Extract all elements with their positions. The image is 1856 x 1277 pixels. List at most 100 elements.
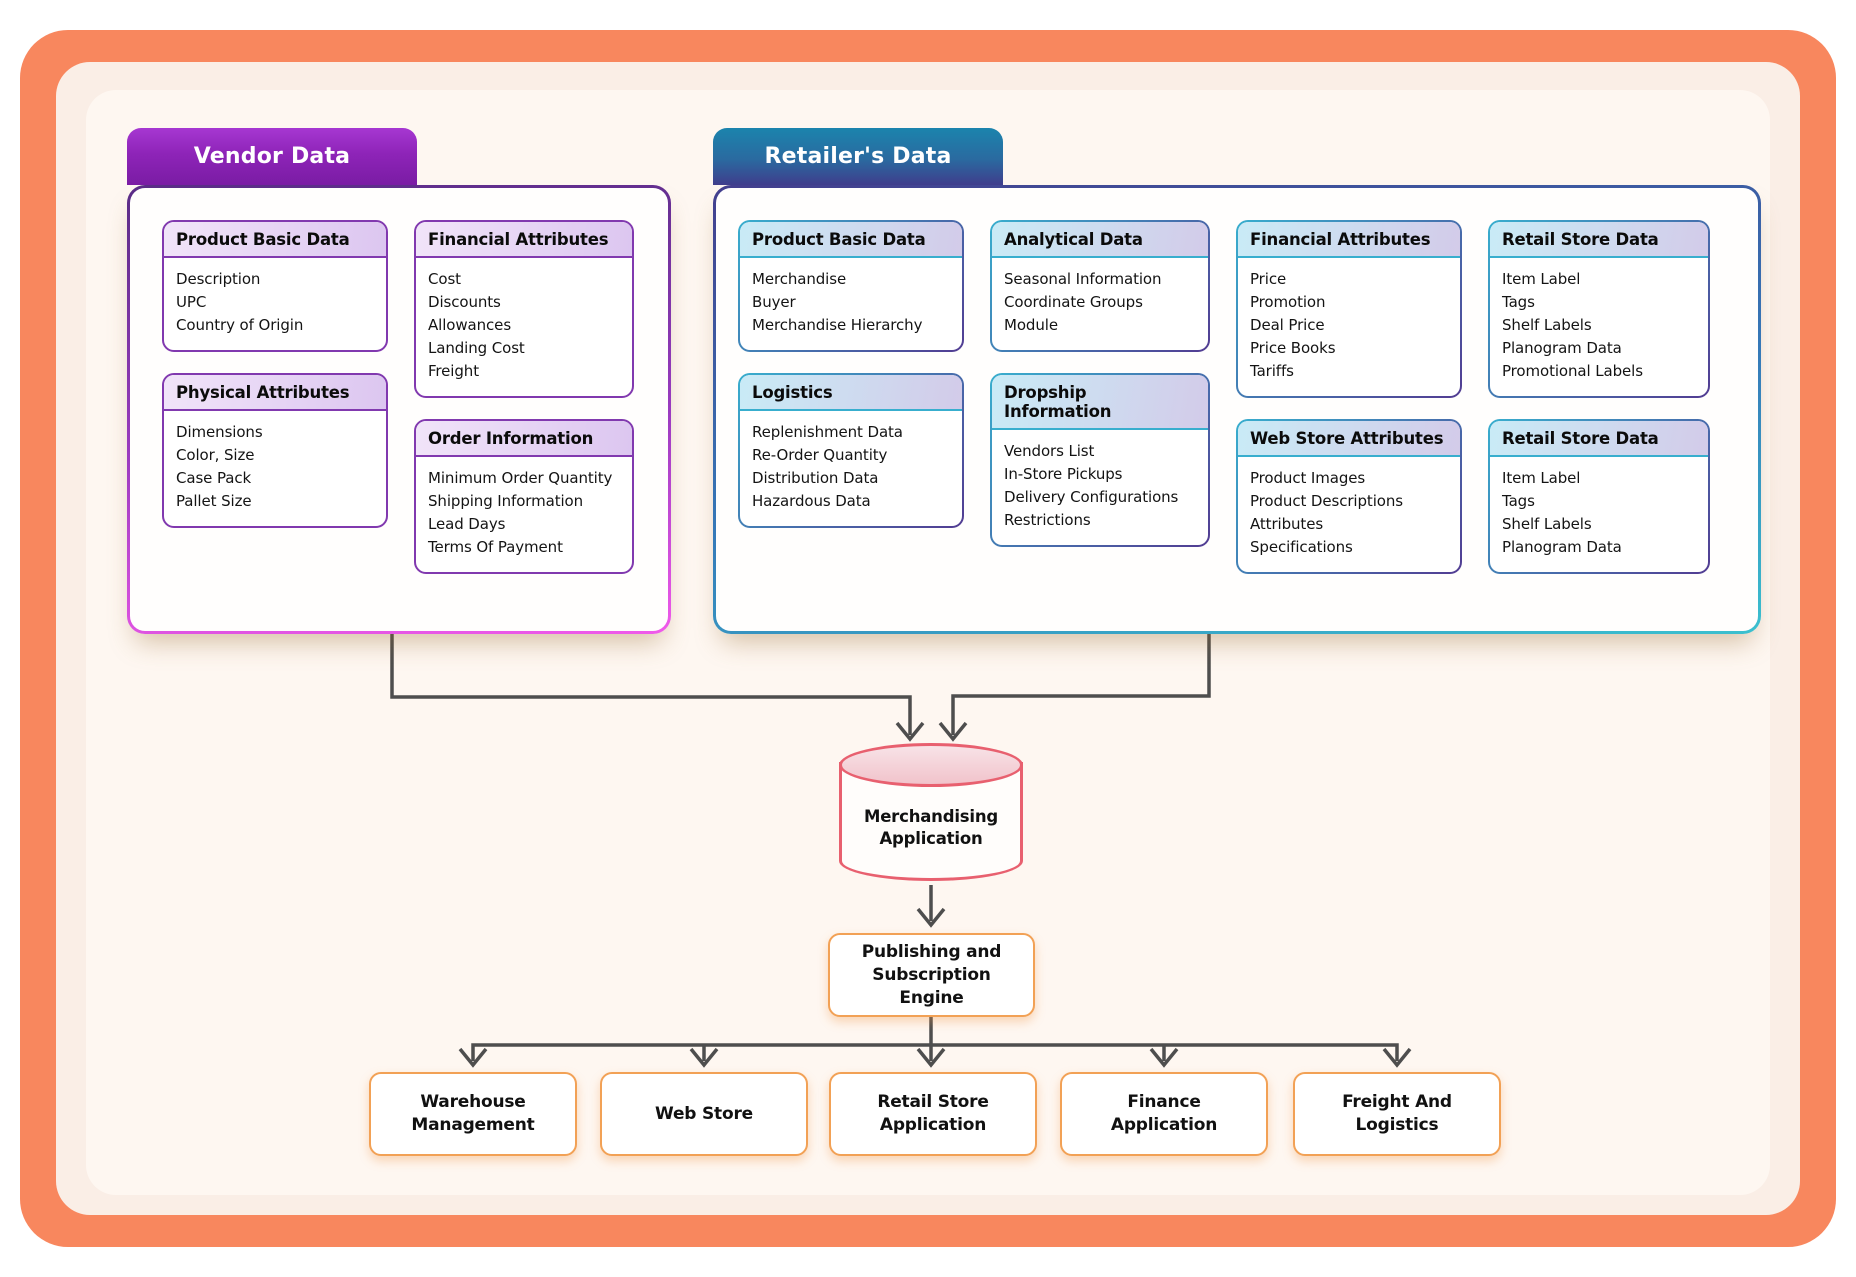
card-analytical-data: Analytical Data Seasonal Information Coo… bbox=[992, 222, 1208, 350]
card-items: Description UPC Country of Origin bbox=[164, 258, 386, 350]
card-financial-attributes: Financial Attributes Price Promotion Dea… bbox=[1238, 222, 1460, 396]
card-item: Buyer bbox=[752, 293, 796, 311]
card-item: Lead Days bbox=[428, 515, 506, 533]
card-item: Attributes bbox=[1250, 515, 1324, 533]
card-item: Delivery Configurations bbox=[1004, 488, 1179, 506]
vendor-data-container: Product Basic Data Description UPC Count… bbox=[127, 185, 671, 634]
card-item: Landing Cost bbox=[428, 339, 525, 357]
card-item: Product Descriptions bbox=[1250, 492, 1403, 510]
card-item: Promotional Labels bbox=[1502, 362, 1643, 380]
retailer-column-2: Analytical Data Seasonal Information Coo… bbox=[990, 220, 1210, 631]
card-dropship-information: Dropship Information Vendors List In-Sto… bbox=[992, 375, 1208, 545]
card-items: Price Promotion Deal Price Price Books T… bbox=[1238, 258, 1460, 396]
card-items: Merchandise Buyer Merchandise Hierarchy bbox=[740, 258, 962, 350]
card-title: Dropship Information bbox=[992, 375, 1208, 430]
card-border: Web Store Attributes Product Images Prod… bbox=[1236, 419, 1462, 574]
warehouse-management-box: Warehouse Management bbox=[369, 1072, 577, 1156]
card-item: Planogram Data bbox=[1502, 538, 1622, 556]
card-item: Hazardous Data bbox=[752, 492, 871, 510]
card-item: Merchandise bbox=[752, 270, 847, 288]
card-item: Shipping Information bbox=[428, 492, 584, 510]
card-item: Shelf Labels bbox=[1502, 515, 1592, 533]
card-border: Dropship Information Vendors List In-Sto… bbox=[990, 373, 1210, 547]
card-product-basic-data: Product Basic Data Merchandise Buyer Mer… bbox=[740, 222, 962, 350]
card-items: Replenishment Data Re-Order Quantity Dis… bbox=[740, 411, 962, 526]
retailers-data-body: Product Basic Data Merchandise Buyer Mer… bbox=[716, 188, 1758, 631]
merchandising-application-database: Merchandising Application bbox=[839, 743, 1023, 884]
card-item: Restrictions bbox=[1004, 511, 1091, 529]
card-item: Tariffs bbox=[1250, 362, 1294, 380]
card-item: Freight bbox=[428, 362, 479, 380]
card-items: Seasonal Information Coordinate Groups M… bbox=[992, 258, 1208, 350]
card-item: Seasonal Information bbox=[1004, 270, 1162, 288]
card-items: Item Label Tags Shelf Labels Planogram D… bbox=[1490, 457, 1708, 572]
retailer-column-4: Retail Store Data Item Label Tags Shelf … bbox=[1488, 220, 1710, 631]
card-border: Analytical Data Seasonal Information Coo… bbox=[990, 220, 1210, 352]
card-item: Promotion bbox=[1250, 293, 1326, 311]
card-item: Allowances bbox=[428, 316, 512, 334]
card-item: Terms Of Payment bbox=[428, 538, 563, 556]
card-title: Product Basic Data bbox=[164, 222, 386, 258]
retailer-column-1: Product Basic Data Merchandise Buyer Mer… bbox=[738, 220, 964, 631]
card-item: Item Label bbox=[1502, 270, 1581, 288]
card-item: Planogram Data bbox=[1502, 339, 1622, 357]
card-title: Retail Store Data bbox=[1490, 222, 1708, 258]
freight-and-logistics-box: Freight And Logistics bbox=[1293, 1072, 1501, 1156]
card-item: Tags bbox=[1502, 293, 1535, 311]
card-title: Order Information bbox=[416, 421, 632, 457]
card-item: Shelf Labels bbox=[1502, 316, 1592, 334]
card-item: Vendors List bbox=[1004, 442, 1095, 460]
card-title: Physical Attributes bbox=[164, 375, 386, 411]
retailers-data-container: Product Basic Data Merchandise Buyer Mer… bbox=[713, 185, 1761, 634]
card-item: Re-Order Quantity bbox=[752, 446, 888, 464]
card-item: Cost bbox=[428, 270, 461, 288]
card-title: Retail Store Data bbox=[1490, 421, 1708, 457]
card-item: Minimum Order Quantity bbox=[428, 469, 613, 487]
card-item: Tags bbox=[1502, 492, 1535, 510]
card-item: Coordinate Groups bbox=[1004, 293, 1143, 311]
card-retail-store-data-1: Retail Store Data Item Label Tags Shelf … bbox=[1490, 222, 1708, 396]
card-item: UPC bbox=[176, 293, 207, 311]
card-item: Discounts bbox=[428, 293, 501, 311]
card-border: Financial Attributes Price Promotion Dea… bbox=[1236, 220, 1462, 398]
card-web-store-attributes: Web Store Attributes Product Images Prod… bbox=[1238, 421, 1460, 572]
card-title: Web Store Attributes bbox=[1238, 421, 1460, 457]
card-items: Vendors List In-Store Pickups Delivery C… bbox=[992, 430, 1208, 545]
card-title: Logistics bbox=[740, 375, 962, 411]
card-item: In-Store Pickups bbox=[1004, 465, 1123, 483]
cylinder-top-icon bbox=[839, 743, 1023, 787]
card-item: Country of Origin bbox=[176, 316, 304, 334]
card-order-information: Order Information Minimum Order Quantity… bbox=[414, 419, 634, 574]
card-product-basic-data: Product Basic Data Description UPC Count… bbox=[162, 220, 388, 352]
card-title: Analytical Data bbox=[992, 222, 1208, 258]
card-item: Product Images bbox=[1250, 469, 1366, 487]
card-financial-attributes: Financial Attributes Cost Discounts Allo… bbox=[414, 220, 634, 398]
card-items: Product Images Product Descriptions Attr… bbox=[1238, 457, 1460, 572]
card-title: Product Basic Data bbox=[740, 222, 962, 258]
publishing-subscription-engine-box: Publishing and Subscription Engine bbox=[828, 933, 1035, 1017]
card-items: Dimensions Color, Size Case Pack Pallet … bbox=[164, 411, 386, 526]
database-label: Merchandising Application bbox=[863, 806, 999, 848]
retail-store-application-box: Retail Store Application bbox=[829, 1072, 1037, 1156]
card-item: Distribution Data bbox=[752, 469, 879, 487]
vendor-column-1: Product Basic Data Description UPC Count… bbox=[162, 220, 388, 631]
card-border: Product Basic Data Merchandise Buyer Mer… bbox=[738, 220, 964, 352]
card-physical-attributes: Physical Attributes Dimensions Color, Si… bbox=[162, 373, 388, 528]
card-border: Logistics Replenishment Data Re-Order Qu… bbox=[738, 373, 964, 528]
card-item: Dimensions bbox=[176, 423, 263, 441]
card-item: Pallet Size bbox=[176, 492, 252, 510]
card-item: Color, Size bbox=[176, 446, 255, 464]
card-logistics: Logistics Replenishment Data Re-Order Qu… bbox=[740, 375, 962, 526]
card-item: Item Label bbox=[1502, 469, 1581, 487]
card-border: Retail Store Data Item Label Tags Shelf … bbox=[1488, 220, 1710, 398]
card-items: Minimum Order Quantity Shipping Informat… bbox=[416, 457, 632, 572]
card-item: Merchandise Hierarchy bbox=[752, 316, 923, 334]
retailers-data-tab: Retailer's Data bbox=[713, 128, 1003, 185]
card-item: Replenishment Data bbox=[752, 423, 903, 441]
card-border: Retail Store Data Item Label Tags Shelf … bbox=[1488, 419, 1710, 574]
card-items: Item Label Tags Shelf Labels Planogram D… bbox=[1490, 258, 1708, 396]
card-item: Specifications bbox=[1250, 538, 1353, 556]
card-item: Description bbox=[176, 270, 261, 288]
card-item: Price bbox=[1250, 270, 1287, 288]
